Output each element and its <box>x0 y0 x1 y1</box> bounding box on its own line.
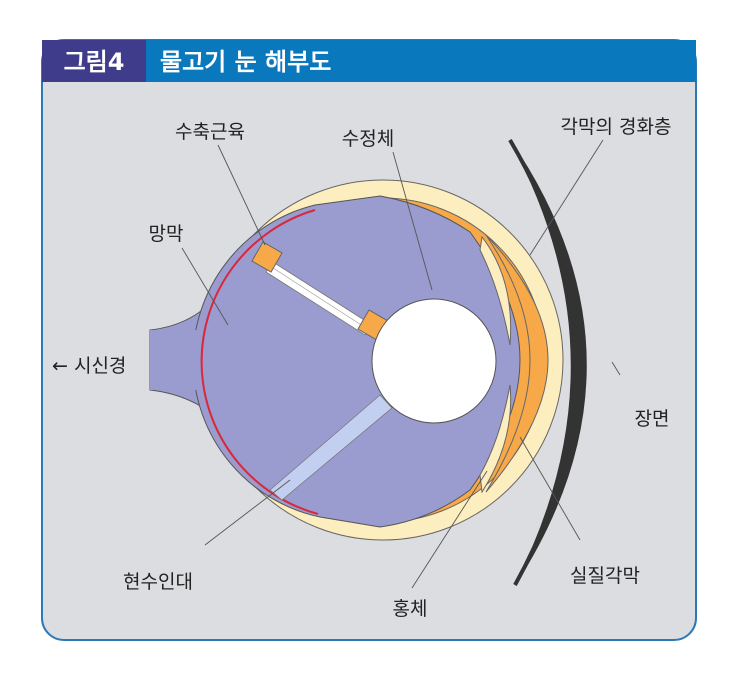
lens <box>371 298 497 424</box>
label-lens: 수정체 <box>342 128 394 150</box>
header-bar <box>42 40 696 82</box>
stroma-cornea <box>485 234 549 493</box>
iris-lower <box>479 384 512 494</box>
suspensory-ligament <box>269 394 393 501</box>
muscle-anchor <box>251 241 283 273</box>
retina <box>200 209 319 515</box>
iris-upper <box>479 235 512 346</box>
page-title: 물고기 눈 해부도 <box>160 48 331 76</box>
header-figure-badge <box>42 40 146 82</box>
label-sclera-cornea: 각막의 경화층 <box>561 116 672 138</box>
label-optic-nerve: ← 시신경 <box>52 355 126 377</box>
figure-label: 그림4 <box>64 48 125 76</box>
leader-lines <box>181 139 621 589</box>
label-iris: 홍체 <box>393 598 428 620</box>
label-ligament: 현수인대 <box>123 571 193 593</box>
label-scene: 장면 <box>635 408 670 430</box>
label-muscle: 수축근육 <box>175 121 245 143</box>
label-retina: 망막 <box>149 223 184 245</box>
label-stroma: 실질각막 <box>570 565 640 587</box>
